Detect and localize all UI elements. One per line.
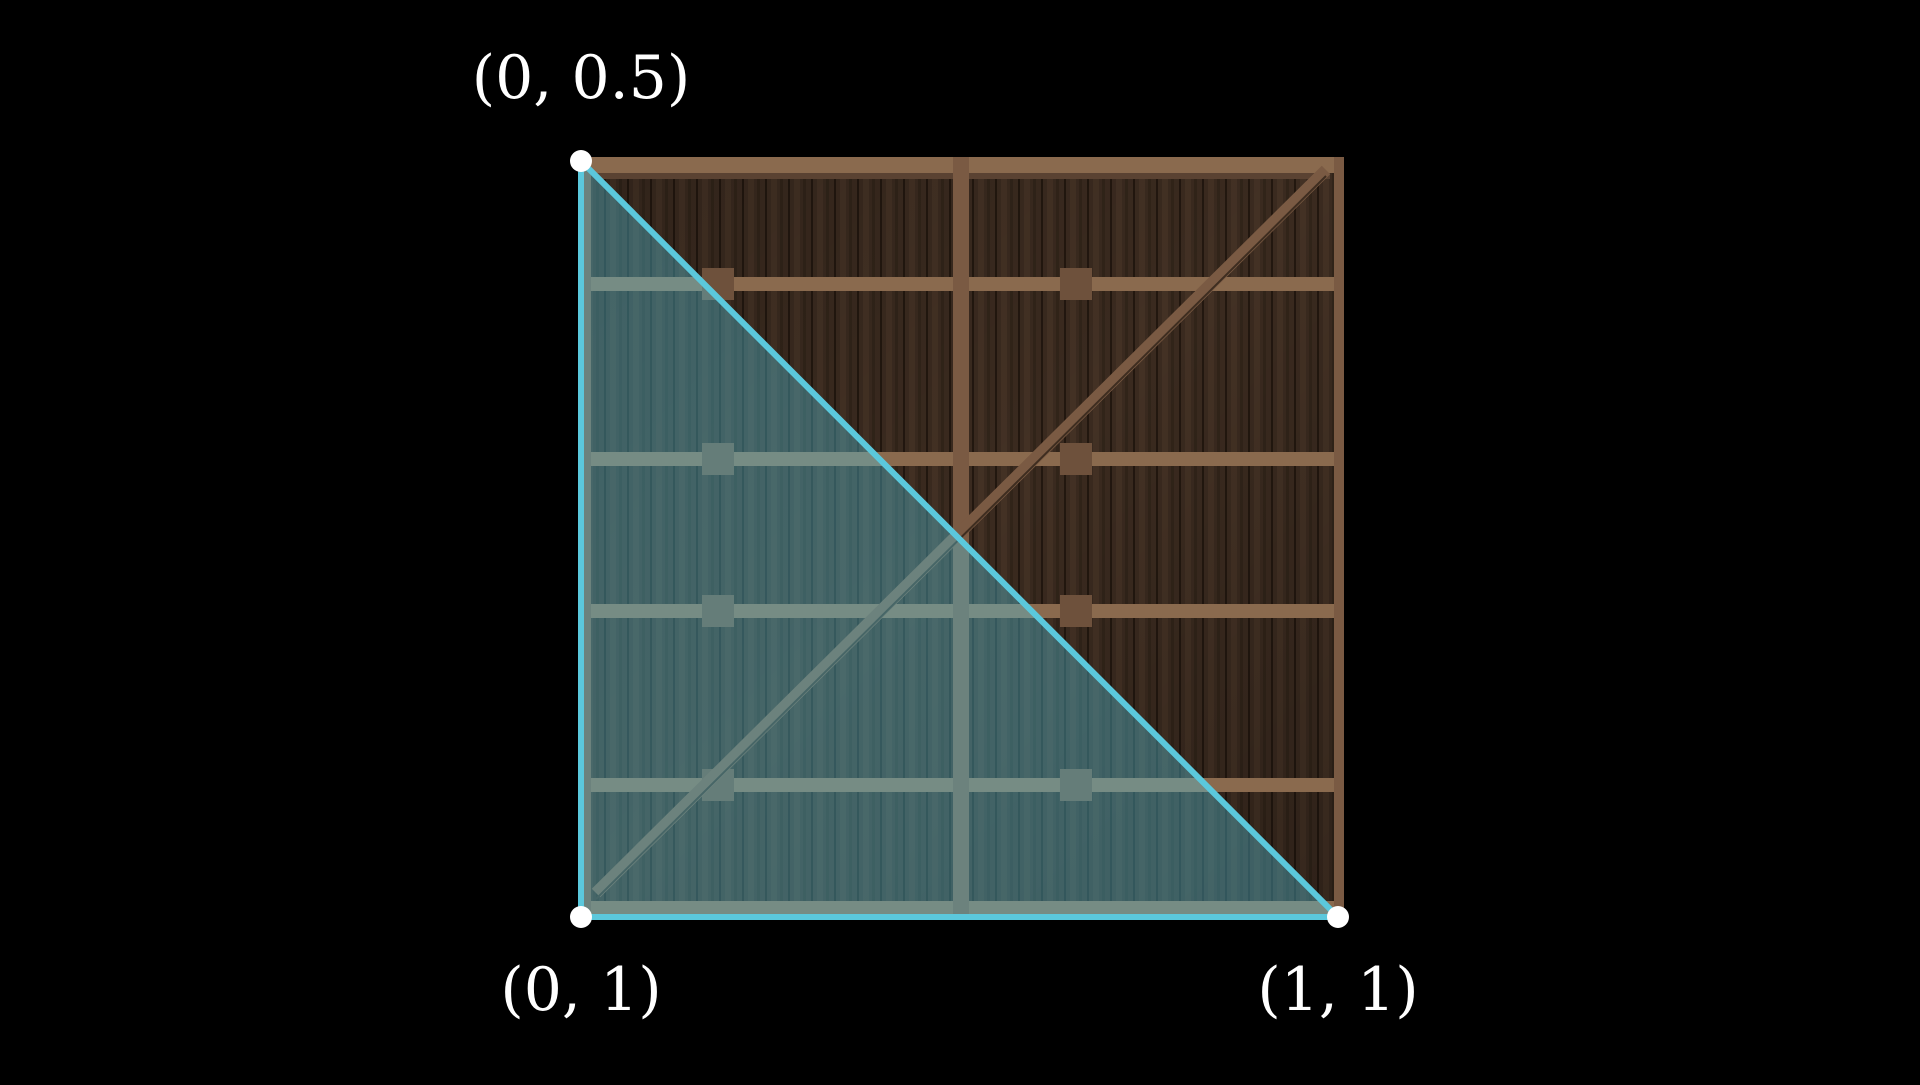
crate-frame-left	[581, 157, 591, 917]
triangle-edges	[578, 158, 1341, 920]
crate-bracket	[702, 443, 734, 475]
uv-triangle	[578, 158, 1341, 920]
vertex-points	[570, 150, 1349, 928]
crate-bracket	[702, 595, 734, 627]
crate-bracket	[1060, 595, 1092, 627]
vertex-point-bottom-right	[1327, 906, 1349, 928]
crate-bracket	[1060, 268, 1092, 300]
vertex-point-bottom-left	[570, 906, 592, 928]
label-top-left-vertex: (0, 0.5)	[471, 43, 691, 113]
crate-frame-right	[1334, 157, 1344, 917]
crate-bracket	[1060, 769, 1092, 801]
label-bottom-left-vertex: (0, 1)	[500, 955, 662, 1025]
label-bottom-right-vertex: (1, 1)	[1257, 955, 1419, 1025]
wooden-crate-texture	[581, 157, 1344, 917]
crate-bracket	[1060, 443, 1092, 475]
vertex-point-top-left	[570, 150, 592, 172]
crate-diagonal-brace	[591, 165, 1331, 898]
